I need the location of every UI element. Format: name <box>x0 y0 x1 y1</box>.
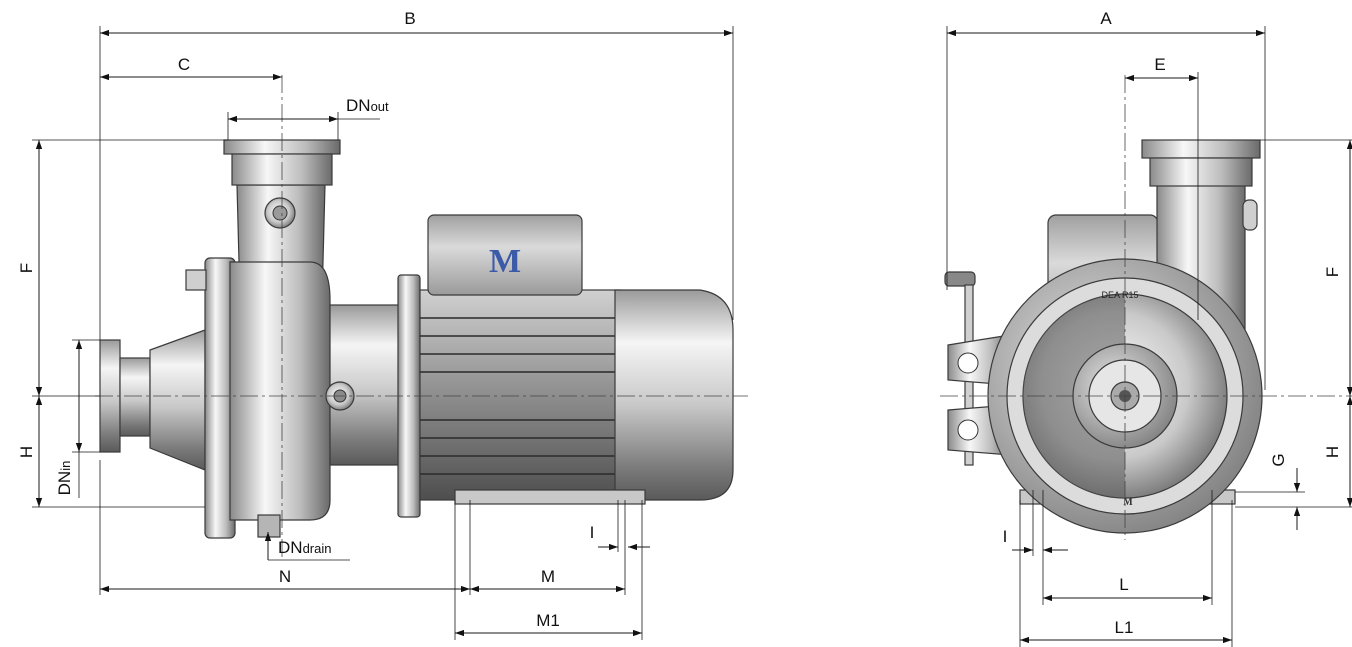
dim-I-label-front: I <box>1003 527 1008 546</box>
dn-in-label: DNin <box>55 461 74 496</box>
dim-M1-label: M1 <box>536 611 560 630</box>
motor-end-cap <box>614 289 734 501</box>
motor-body <box>419 289 621 501</box>
brand-logo: M <box>489 243 521 280</box>
dim-F-label-front: F <box>1323 267 1342 277</box>
dim-L-label: L <box>1119 575 1128 594</box>
dim-C-label: C <box>178 55 190 74</box>
motor-feet <box>454 489 646 505</box>
dim-B-label: B <box>404 9 415 28</box>
dim-L1-label: L1 <box>1115 618 1134 637</box>
terminal-box <box>427 214 583 296</box>
dim-H-label-side: H <box>17 446 36 458</box>
dim-G-label: G <box>1269 453 1288 466</box>
dim-M-label: M <box>541 567 555 586</box>
dim-H-label-front: H <box>1323 446 1342 458</box>
dim-I-label-side: I <box>590 523 595 542</box>
dim-E-label: E <box>1154 55 1165 74</box>
dim-A-label: A <box>1100 9 1112 28</box>
front-view-pump: DEA R15 M <box>944 139 1263 534</box>
dim-F-label-side: F <box>17 263 36 273</box>
side-view-pump: M <box>99 139 734 539</box>
dim-N-label: N <box>279 567 291 586</box>
base-logo: M <box>1123 497 1133 508</box>
dn-out-label: DNout <box>346 96 389 115</box>
drain-plug <box>257 514 281 538</box>
model-plate: DEA R15 <box>1101 290 1138 300</box>
dn-drain-label: DNdrain <box>278 538 331 557</box>
